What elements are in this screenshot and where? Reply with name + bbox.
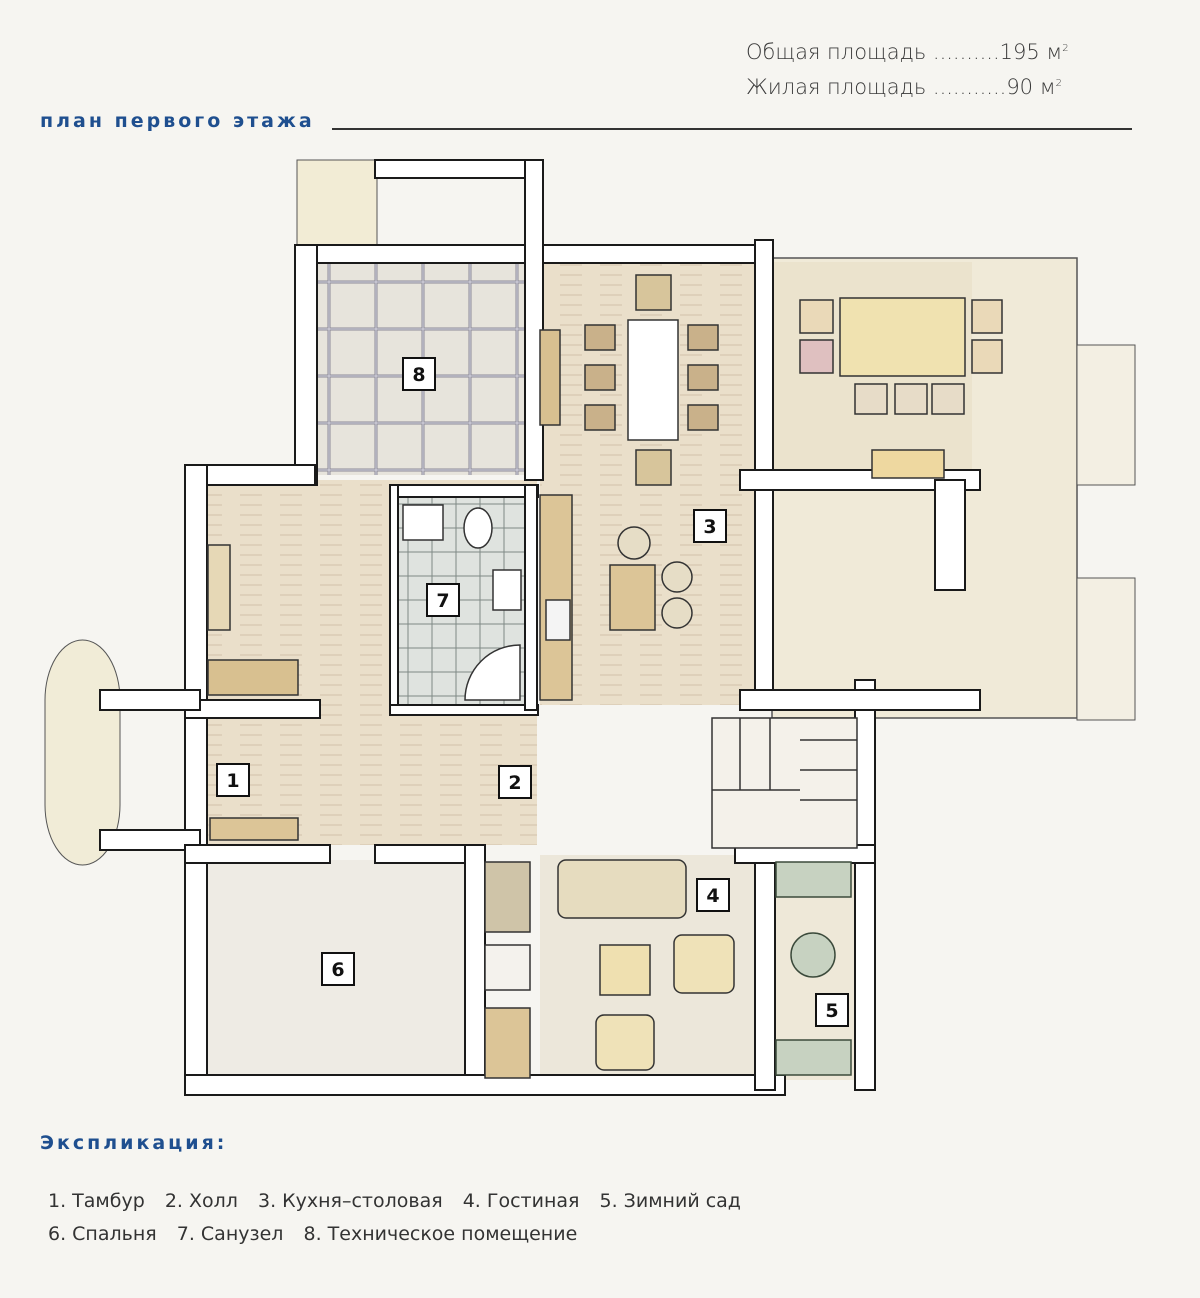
- top-steps: [296, 159, 378, 246]
- legend-item-3: 3. Кухня–столовая: [257, 1190, 443, 1212]
- room-label-7: 7: [426, 583, 460, 617]
- lounge-set: [799, 297, 1003, 479]
- legend-item-5: 5. Зимний сад: [599, 1190, 741, 1212]
- area-summary: Общая площадь ..........195 м2 Жилая пло…: [746, 33, 1069, 103]
- title-rule: [332, 128, 1132, 130]
- svg-text:1: 1: [226, 770, 239, 792]
- winter-garden-plants: [775, 861, 852, 1076]
- svg-text:3: 3: [703, 516, 716, 538]
- terrace-steps-lower: [1076, 577, 1136, 721]
- room-label-6: 6: [321, 952, 355, 986]
- legend-item-6: 6. Спальня: [48, 1223, 157, 1245]
- room-labels: 1 2 3 4 5 6 7 8: [216, 357, 849, 1027]
- svg-text:4: 4: [706, 885, 719, 907]
- svg-text:5: 5: [825, 1000, 838, 1022]
- living-room-set: [484, 859, 735, 1079]
- legend-item-4: 4. Гостиная: [462, 1190, 580, 1212]
- kitchen-set: [539, 494, 693, 701]
- room-label-2: 2: [498, 765, 532, 799]
- svg-text:7: 7: [436, 590, 449, 612]
- legend-row-2: 6. Спальня 7. Санузел 8. Техническое пом…: [48, 1218, 755, 1251]
- terrace-steps-upper: [1076, 344, 1136, 486]
- legend-item-7: 7. Санузел: [176, 1223, 284, 1245]
- room-label-4: 4: [696, 878, 730, 912]
- dining-set: [539, 274, 719, 486]
- explication-legend: 1. Тамбур 2. Холл 3. Кухня–столовая 4. Г…: [48, 1185, 755, 1251]
- total-area: Общая площадь ..........195 м2: [746, 33, 1069, 68]
- built-ins: [207, 544, 299, 841]
- room-label-3: 3: [693, 509, 727, 543]
- svg-text:8: 8: [412, 364, 425, 386]
- living-area-text: Жилая площадь ...........90 м: [746, 75, 1056, 99]
- explication-title: Экспликация:: [40, 1132, 228, 1154]
- room-label-5: 5: [815, 993, 849, 1027]
- plan-title: план первого этажа: [40, 110, 315, 132]
- svg-text:2: 2: [508, 772, 521, 794]
- svg-text:6: 6: [331, 959, 344, 981]
- legend-row-1: 1. Тамбур 2. Холл 3. Кухня–столовая 4. Г…: [48, 1185, 755, 1218]
- room-label-8: 8: [402, 357, 436, 391]
- living-area-sup: 2: [1055, 78, 1062, 89]
- total-area-text: Общая площадь ..........195 м: [746, 40, 1063, 64]
- stairs: [711, 717, 858, 849]
- bathroom-fixtures: [402, 504, 522, 701]
- legend-item-1: 1. Тамбур: [48, 1190, 145, 1212]
- room-label-1: 1: [216, 763, 250, 797]
- legend-item-8: 8. Техническое помещение: [303, 1223, 578, 1245]
- total-area-sup: 2: [1062, 43, 1069, 54]
- living-area: Жилая площадь ...........90 м2: [746, 68, 1069, 103]
- legend-item-2: 2. Холл: [164, 1190, 238, 1212]
